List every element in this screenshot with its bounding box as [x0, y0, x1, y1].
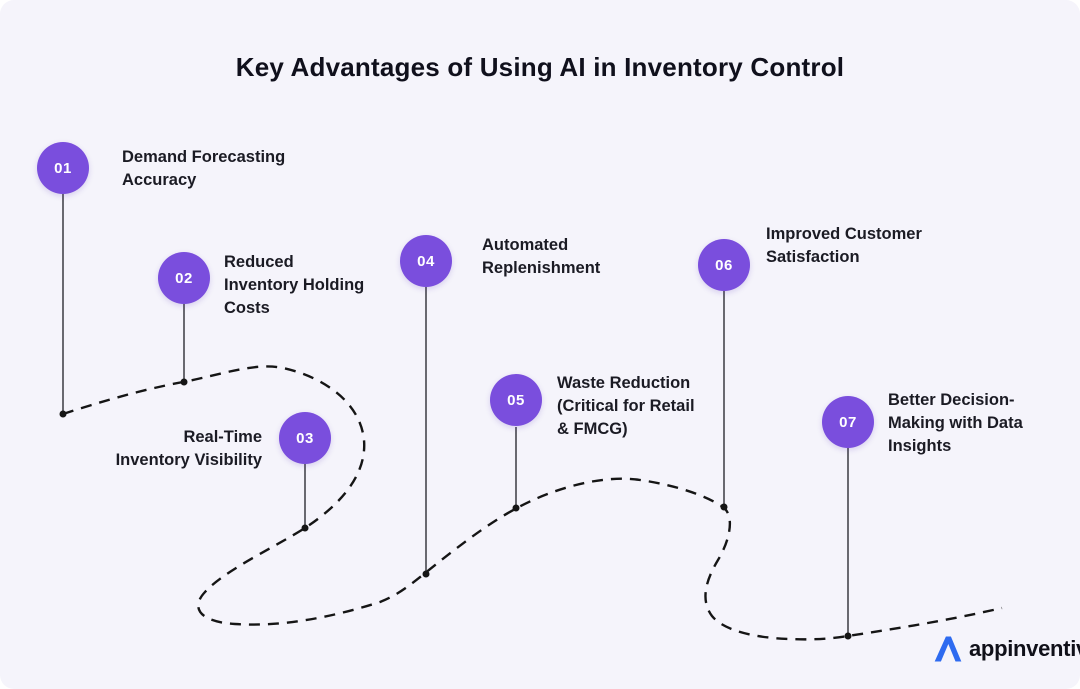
stem-dot-4: [422, 570, 430, 578]
step-label-5: Waste Reduction (Critical for Retail & F…: [557, 374, 695, 438]
step-circle-6: 06: [698, 239, 750, 291]
appinventiv-a-icon: [934, 636, 962, 662]
stem-dot-6: [720, 503, 728, 511]
brand-logo: appinventiv: [933, 634, 1080, 664]
step-circle-1: 01: [37, 142, 89, 194]
brand-logo-text: appinventiv: [969, 636, 1080, 661]
step-number-1: 01: [54, 159, 72, 177]
step-label-2: Reduced Inventory Holding Costs: [224, 253, 365, 317]
step-circle-4: 04: [400, 235, 452, 287]
step-circle-3: 03: [279, 412, 331, 464]
stem-dot-3: [301, 524, 309, 532]
stem-dot-2: [180, 378, 188, 386]
step-label-1: Demand Forecasting Accuracy: [122, 148, 286, 189]
stem-dot-5: [512, 504, 520, 512]
step-label-6: Improved Customer Satisfaction: [766, 225, 922, 266]
step-number-2: 02: [175, 269, 193, 287]
step-number-5: 05: [507, 391, 525, 409]
page-title: Key Advantages of Using AI in Inventory …: [235, 52, 845, 82]
step-number-3: 03: [296, 429, 314, 447]
step-label-3: Real-Time Inventory Visibility: [115, 428, 262, 469]
step-label-4: Automated Replenishment: [482, 236, 601, 277]
stem-dot-1: [59, 410, 67, 418]
step-label-7: Better Decision- Making with Data Insigh…: [888, 391, 1023, 455]
step-circle-5: 05: [490, 374, 542, 426]
stem-dot-7: [844, 632, 852, 640]
step-circle-2: 02: [158, 252, 210, 304]
step-number-4: 04: [417, 252, 435, 270]
step-number-6: 06: [715, 256, 733, 274]
step-circle-7: 07: [822, 396, 874, 448]
dashed-flow-path: [62, 365, 1003, 641]
step-number-7: 07: [839, 413, 857, 431]
